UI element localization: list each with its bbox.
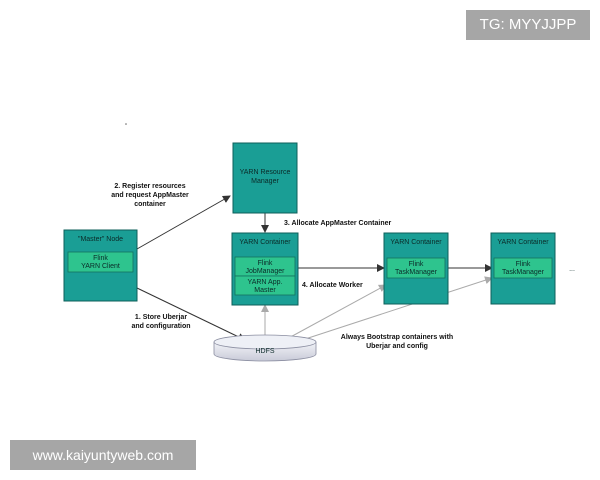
resource-manager-line2: Manager: [251, 178, 279, 185]
flink-yarn-client-line2: YARN Client: [81, 263, 120, 270]
yarn-resource-manager-node: YARN Resource Manager: [232, 142, 298, 214]
flink-taskmanager-1-box: [386, 257, 446, 279]
hdfs-label: HDFS: [255, 348, 274, 355]
more-containers-ellipsis: ...: [569, 266, 575, 273]
flink-taskmanager-1-line1: Flink: [409, 261, 424, 268]
register-label-line1: 2. Register resources: [114, 183, 185, 190]
yarn-container-taskmanager-2: YARN Container Flink TaskManager: [490, 232, 556, 305]
flink-yarn-client-box: [67, 251, 134, 273]
master-node: "Master" Node Flink YARN Client: [63, 229, 138, 302]
watermark-telegram: TG: MYYJJPP: [466, 10, 590, 40]
yarn-app-master-box: [234, 275, 296, 296]
yarn-app-master-line1: YARN App.: [248, 279, 283, 286]
yarn-app-master-line2: Master: [254, 287, 276, 294]
flink-jobmanager-line1: Flink: [258, 260, 273, 267]
flink-yarn-client-line1: Flink: [93, 255, 108, 262]
container3-title: YARN Container: [497, 239, 549, 246]
store-uberjar-label-line1: 1. Store Uberjar: [135, 314, 187, 321]
allocate-appmaster-label: 3. Allocate AppMaster Container: [284, 220, 392, 227]
bootstrap-label-line1: Always Bootstrap containers with: [341, 334, 453, 341]
allocate-worker-label: 4. Allocate Worker: [302, 282, 363, 289]
container1-title: YARN Container: [239, 239, 291, 246]
register-label-line3: container: [134, 201, 166, 208]
resource-manager-line1: YARN Resource: [240, 169, 291, 176]
register-label-line2: and request AppMaster: [111, 192, 189, 199]
flink-taskmanager-1-line2: TaskManager: [395, 269, 438, 276]
flink-jobmanager-line2: JobManager: [246, 268, 286, 275]
edge-register-resources: [136, 195, 231, 250]
yarn-container-jobmanager: YARN Container Flink JobManager YARN App…: [231, 232, 299, 306]
edge-bootstrap-container2: [284, 284, 387, 341]
edge-bootstrap-container3: [292, 276, 493, 344]
flink-taskmanager-2-line2: TaskManager: [502, 269, 545, 276]
flink-taskmanager-2-line1: Flink: [516, 261, 531, 268]
stray-dot: [125, 123, 127, 125]
hdfs-node: HDFS: [213, 334, 317, 362]
master-node-title: "Master" Node: [78, 236, 123, 243]
yarn-container-taskmanager-1: YARN Container Flink TaskManager: [383, 232, 449, 305]
watermark-website: www.kaiyuntyweb.com: [10, 440, 196, 470]
flink-taskmanager-2-box: [493, 257, 553, 279]
container2-title: YARN Container: [390, 239, 442, 246]
bootstrap-label-line2: Uberjar and config: [366, 343, 428, 350]
store-uberjar-label-line2: and configuration: [131, 323, 190, 330]
edge-store-uberjar: [136, 287, 246, 341]
